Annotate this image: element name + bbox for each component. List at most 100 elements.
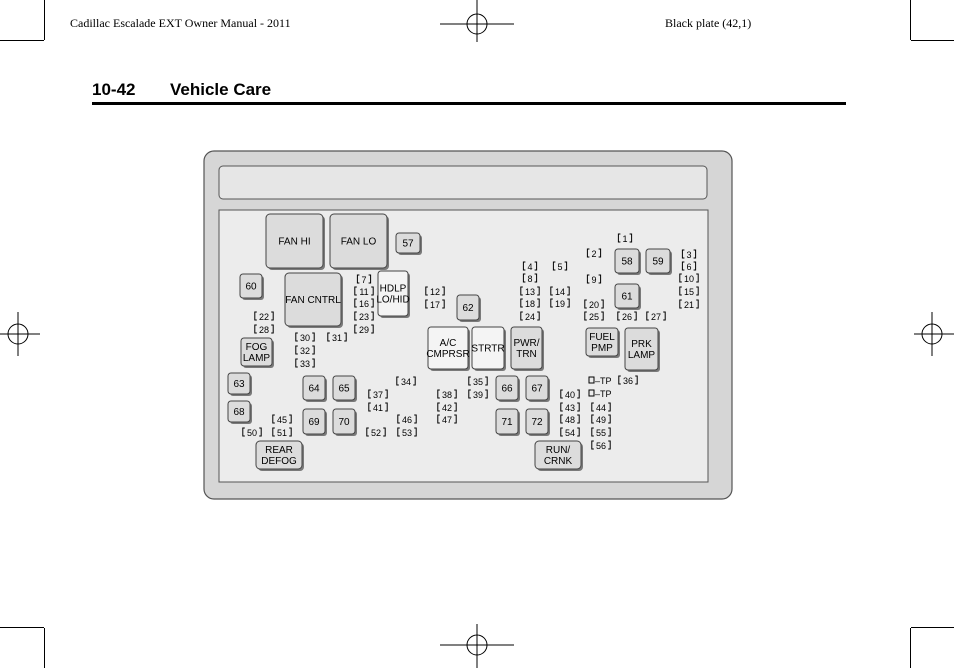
fuse-4: 4 [522, 261, 538, 272]
fuse-bracket-right [289, 427, 292, 437]
relay-body [329, 213, 388, 269]
fuse-6: 6 [681, 261, 697, 272]
fuse-bracket-right [696, 273, 699, 283]
relay-label: 57 [402, 239, 414, 250]
fuse-16: 16 [354, 298, 374, 309]
relay-label: 69 [308, 417, 320, 428]
fuse-label: 17 [430, 300, 440, 310]
relay-70: 70 [332, 408, 357, 436]
fuse-bracket-right [693, 249, 697, 259]
relay-label: 65 [338, 384, 350, 395]
fuse-bracket-right [577, 414, 580, 424]
fuse-bracket-left [617, 311, 620, 321]
fuse-label: 24 [525, 312, 535, 322]
fuse-label: 8 [527, 274, 532, 284]
fuse-bracket-right [534, 273, 538, 283]
fuse-label: 23 [359, 312, 369, 322]
relay-label: 67 [531, 384, 543, 395]
fuse-bracket-right [577, 402, 580, 412]
fuse-22: 22 [254, 311, 274, 322]
relay-label: DEFOG [261, 456, 297, 467]
fuse-bracket-left [552, 261, 556, 271]
relay-label: LAMP [243, 353, 271, 364]
fuse-label: 26 [622, 312, 632, 322]
fuse-bracket-left [242, 427, 245, 437]
fuse-bracket-left [522, 273, 526, 283]
relay-body [302, 375, 326, 401]
relay-label: A/C [440, 338, 457, 349]
fuse-bracket-right [564, 261, 568, 271]
relay-label: STRTR [471, 344, 504, 355]
relay-label: RUN/ [546, 445, 571, 456]
fuse-label: 46 [402, 415, 412, 425]
relay-body [395, 232, 421, 254]
fuse-bracket-left [425, 299, 428, 309]
fuse-label: 18 [525, 299, 535, 309]
fuse-bracket-right [371, 286, 374, 296]
relay-71: 71 [495, 408, 520, 436]
header-manual-title: Cadillac Escalade EXT Owner Manual - 201… [70, 16, 291, 30]
fuse-bracket-left [295, 345, 298, 355]
fuse-label: 6 [686, 262, 691, 272]
registration-mark-bottom [440, 624, 514, 668]
fuse-50: 50 [242, 427, 262, 438]
fuse-label: 38 [442, 390, 452, 400]
relay-label: 61 [621, 292, 633, 303]
fuse-3: 3 [681, 249, 697, 260]
fuse-bracket-right [537, 298, 540, 308]
fuse-12: 12 [425, 286, 445, 297]
fuse-bracket-right [608, 402, 611, 412]
fuse-5: 5 [552, 261, 568, 272]
fuse-label: 16 [359, 299, 369, 309]
relay-body [510, 326, 543, 370]
fuse-bracket-right [696, 286, 699, 296]
fuse-35: 35 [468, 376, 488, 387]
relay-body [240, 337, 273, 367]
crop-mark [44, 628, 45, 668]
fuse-47: 47 [437, 414, 457, 425]
fuse-label: 56 [596, 441, 606, 451]
fuse-37: 37 [368, 389, 388, 400]
crop-mark [44, 0, 45, 40]
relay-62: 62 [456, 294, 481, 322]
fuse-bracket-right [271, 324, 274, 334]
relay-59: 59 [645, 248, 672, 275]
crop-mark [910, 0, 911, 40]
relay-label: 64 [308, 384, 320, 395]
fuse-bracket-right [289, 414, 292, 424]
fuse-label: 5 [557, 262, 562, 272]
fuse-bracket-right [635, 375, 638, 385]
relay-body [624, 327, 659, 371]
fuse-bracket-left [354, 324, 357, 334]
fuse-26: 26 [617, 311, 637, 322]
fuse-bracket-left [591, 440, 594, 450]
relay-label: REAR [265, 445, 293, 456]
fuse-41: 41 [368, 402, 388, 413]
fuse-36: 36 [618, 375, 638, 386]
fuse-bracket-left [356, 274, 360, 284]
relay-60: 60 [239, 273, 264, 300]
fuse-39: 39 [468, 389, 488, 400]
fuse-54: 54 [560, 427, 580, 438]
relay-label: FAN LO [341, 237, 377, 248]
fuse-bracket-left [679, 273, 682, 283]
fuse-label: 47 [442, 415, 452, 425]
relay-body [332, 408, 356, 435]
test-point-label: –TP [595, 389, 612, 399]
fuse-label: 20 [589, 300, 599, 310]
fuse-bracket-left [396, 376, 399, 386]
registration-mark-right [914, 312, 954, 356]
fuse-11: 11 [354, 286, 374, 297]
fuse-bracket-left [681, 261, 685, 271]
fuse-label: 32 [300, 346, 310, 356]
crop-mark [911, 627, 954, 628]
relay-fan-cntrl: FAN CNTRL [284, 272, 343, 328]
fuse-bracket-right [534, 261, 538, 271]
fuse-label: 3 [686, 250, 691, 260]
relay-label: 71 [501, 417, 513, 428]
fuse-bracket-left [584, 299, 587, 309]
relay-64: 64 [302, 375, 327, 402]
fuse-bracket-left [354, 311, 357, 321]
fuse-19: 19 [550, 298, 570, 309]
